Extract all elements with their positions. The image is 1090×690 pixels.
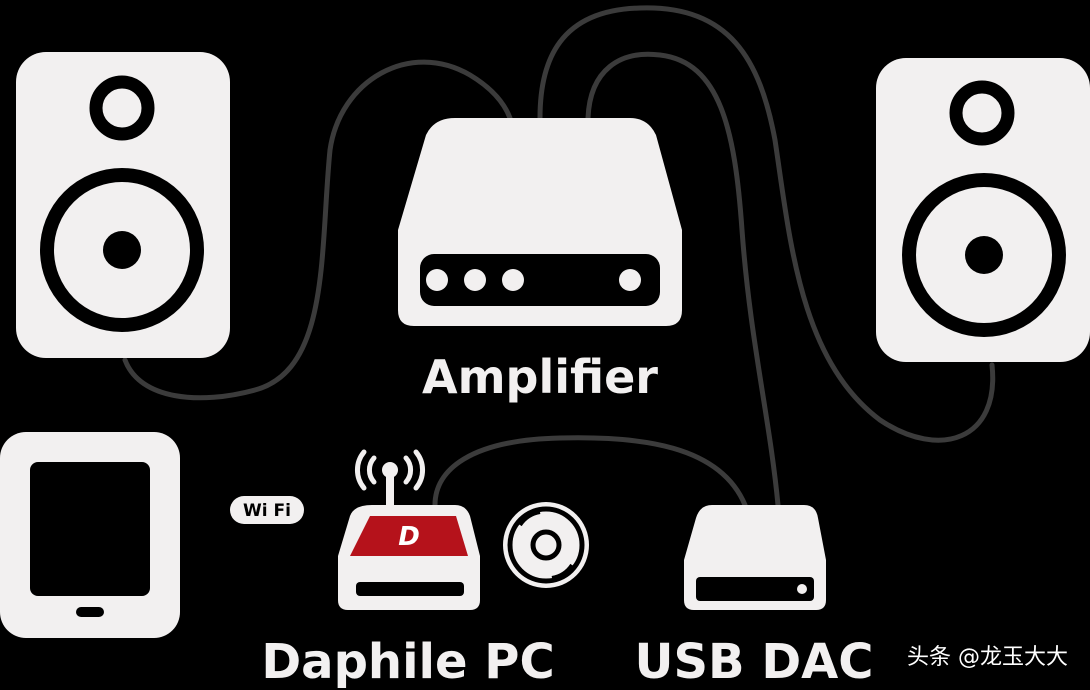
tablet-home-button [76, 607, 104, 617]
amplifier-knob [502, 269, 524, 291]
woofer-dustcap [965, 236, 1003, 274]
disc-inner-ring [507, 506, 585, 584]
usb-dac-led [797, 584, 807, 594]
speaker-icon [16, 52, 230, 358]
cable-amplifier-usb-dac [585, 51, 781, 508]
disc-hub [530, 529, 562, 561]
tablet [0, 432, 180, 638]
right-speaker [876, 58, 1090, 362]
watermark: 头条 @龙玉大大 [907, 645, 1068, 670]
cable-amplifier-right-speaker [537, 5, 996, 443]
tweeter-ring [89, 75, 155, 141]
amplifier-label: Amplifier [422, 350, 658, 404]
daphile-logo-letter: D [398, 522, 420, 552]
daphile-drive-slot [356, 582, 464, 596]
daphile-pc: D Daphile PC [261, 449, 555, 690]
usb-dac: USB DAC [634, 505, 874, 690]
cd-disc-icon [503, 502, 589, 588]
cable-left-speaker-amplifier [122, 59, 513, 401]
amplifier-knob [426, 269, 448, 291]
cable-daphile-usb-dac [432, 435, 748, 508]
woofer-dustcap [103, 231, 141, 269]
usb-dac-label: USB DAC [634, 634, 873, 690]
daphile-pc-label: Daphile PC [261, 634, 554, 690]
amplifier: Amplifier [398, 118, 682, 404]
signal-waves-icon [355, 449, 425, 491]
amplifier-knob [464, 269, 486, 291]
wifi-icon [230, 496, 304, 524]
left-speaker [16, 52, 230, 358]
wifi-badge: Wi Fi [230, 496, 304, 524]
tweeter-ring [949, 80, 1015, 146]
daphile-logo-panel [350, 516, 468, 556]
amplifier-knob [619, 269, 641, 291]
antenna-mast [386, 470, 394, 506]
cables [122, 5, 996, 508]
speaker-icon [876, 58, 1090, 362]
usb-dac-front-panel [696, 577, 814, 601]
woofer-ring [40, 168, 204, 332]
amplifier-front-panel [420, 254, 660, 306]
tablet-screen [30, 462, 150, 596]
disc-shine [551, 563, 574, 580]
wifi-label: Wi Fi [243, 501, 291, 521]
antenna-tip [382, 462, 398, 478]
disc-shine [518, 510, 541, 527]
woofer-ring [902, 173, 1066, 337]
cd-disc [503, 502, 589, 588]
